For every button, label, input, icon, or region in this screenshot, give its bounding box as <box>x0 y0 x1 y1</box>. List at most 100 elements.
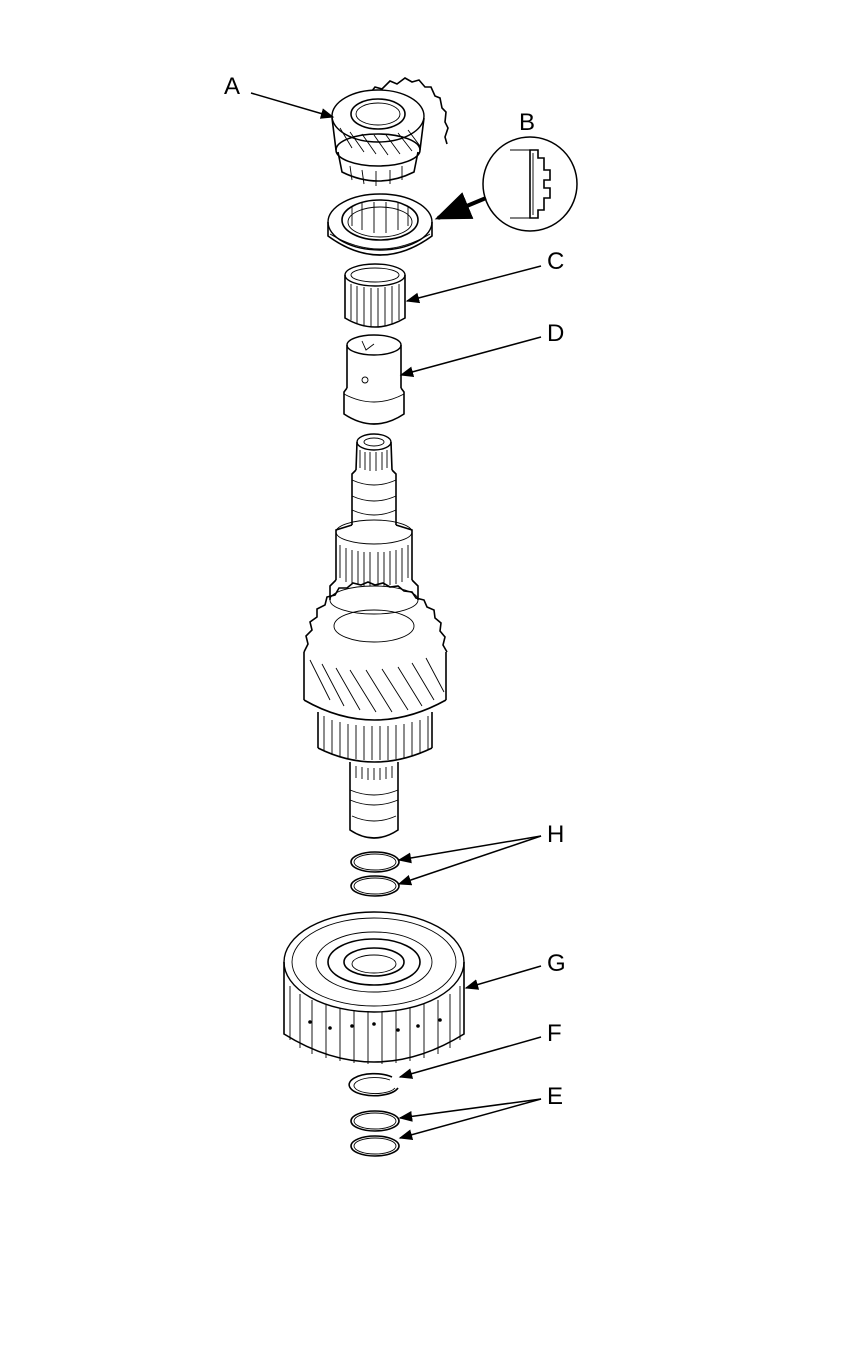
gear-a-helical-teeth <box>339 127 421 156</box>
bearing-b-rollers <box>351 202 409 233</box>
big-gear-bottom-edge <box>303 699 447 721</box>
drum-g-slots <box>289 986 461 1064</box>
leader-a <box>250 92 335 119</box>
drum-g-bore <box>343 947 405 977</box>
shaft-tip <box>356 433 392 451</box>
leader-d <box>399 336 542 378</box>
big-gear-sides <box>303 652 447 700</box>
gear-a-dog-teeth <box>349 165 403 186</box>
reverse-gear-bottom <box>317 747 433 763</box>
drum-g-face <box>315 931 433 993</box>
detail-circle <box>482 136 578 232</box>
detail-seal-profile <box>529 149 551 219</box>
shaft-lower-journal <box>349 762 399 790</box>
big-gear-hub-ring <box>333 609 415 643</box>
part-h-rings <box>350 851 400 897</box>
detail-b-circle <box>482 136 578 232</box>
needle-c-top <box>344 263 406 287</box>
bearing-b-inner <box>341 199 419 241</box>
callout-e: E <box>547 1083 563 1110</box>
ring-h-2 <box>350 875 400 897</box>
shaft-splines <box>359 450 388 471</box>
leader-h-2 <box>397 835 542 886</box>
shaft-collar-edge <box>329 585 419 615</box>
drum-g-top <box>283 911 465 1013</box>
leader-f <box>398 1036 542 1079</box>
bearing-b-side <box>327 222 433 256</box>
ring-h-1 <box>350 851 400 873</box>
mainshaft <box>303 433 448 839</box>
leader-h-1 <box>397 835 542 864</box>
part-e-rings <box>350 1110 400 1157</box>
part-d-collar <box>343 334 405 425</box>
part-g-clutch-drum <box>283 911 465 1064</box>
part-a-gear <box>331 77 449 186</box>
snap-ring-f-outer <box>348 1072 399 1097</box>
ring-e-2 <box>350 1135 400 1157</box>
callout-f: F <box>547 1020 562 1047</box>
leader-c <box>405 265 542 304</box>
synchro-hub-top <box>335 519 413 545</box>
ring-h-1-inner <box>353 853 397 871</box>
needle-c-rollers <box>350 284 400 327</box>
ring-h-2-inner <box>353 877 397 895</box>
bearing-b-edge <box>329 233 431 250</box>
shaft-tip-bore <box>363 437 385 447</box>
drum-g-hole-7 <box>438 1018 442 1022</box>
collar-d-flange <box>343 387 405 425</box>
drum-g-hole-6 <box>416 1024 420 1028</box>
snap-ring-f-inner <box>353 1077 396 1095</box>
shaft-end-edge <box>351 815 397 822</box>
needle-c-body <box>344 275 406 328</box>
shaft-journal <box>351 469 397 525</box>
detail-guides <box>510 149 530 219</box>
callout-h: H <box>547 821 564 848</box>
shaft-synchro-hub <box>335 524 413 580</box>
synchro-hub-splines <box>339 545 409 586</box>
detail-b-arrow <box>434 192 487 220</box>
reverse-gear-teeth <box>323 716 429 760</box>
drum-g-hole-2 <box>328 1026 332 1030</box>
needle-c-top-inner <box>350 267 400 283</box>
drum-g-bore-inner <box>351 954 397 974</box>
ring-e-2-inner <box>353 1137 397 1155</box>
part-c-needle-bearing <box>344 263 406 328</box>
callout-b: B <box>519 109 535 136</box>
gear-a-hub <box>337 151 419 182</box>
drum-g-hole-3 <box>350 1024 354 1028</box>
part-f-snap-ring <box>348 1072 399 1097</box>
collar-d-top <box>346 334 402 356</box>
shaft-collar <box>329 579 419 600</box>
shaft-splined-end <box>355 441 393 471</box>
ring-e-1-inner <box>353 1112 397 1130</box>
collar-d-hole <box>361 376 369 384</box>
gear-a-bore-inner <box>355 102 401 126</box>
leader-lines <box>250 92 542 1140</box>
gear-a-hub-top <box>335 133 421 167</box>
shaft-end <box>349 790 399 839</box>
collar-d-flange-edge <box>343 393 405 403</box>
shaft-lower-splines <box>355 766 393 780</box>
bearing-b-race <box>347 206 413 238</box>
big-gear-teeth-top <box>303 581 448 653</box>
gear-a-bore <box>350 98 406 130</box>
gear-a-sides <box>331 117 425 151</box>
drum-g-hub-splines <box>327 938 421 986</box>
ring-e-1 <box>350 1110 400 1132</box>
callout-g: G <box>547 950 566 977</box>
collar-d-notch <box>361 340 375 351</box>
shaft-grooves <box>351 479 397 516</box>
drum-g-hole-4 <box>372 1022 376 1026</box>
drum-g-rim <box>291 917 457 1007</box>
drum-g-hole-5 <box>396 1028 400 1032</box>
callout-c: C <box>547 248 564 275</box>
leader-e-1 <box>398 1098 542 1122</box>
part-b-bearing <box>327 193 433 256</box>
collar-d-sides <box>346 345 402 388</box>
reverse-gear-sides <box>317 712 433 748</box>
leader-g <box>464 965 542 990</box>
callout-a: A <box>224 73 240 100</box>
big-gear-helix <box>309 657 445 713</box>
leader-e-2 <box>398 1098 542 1140</box>
